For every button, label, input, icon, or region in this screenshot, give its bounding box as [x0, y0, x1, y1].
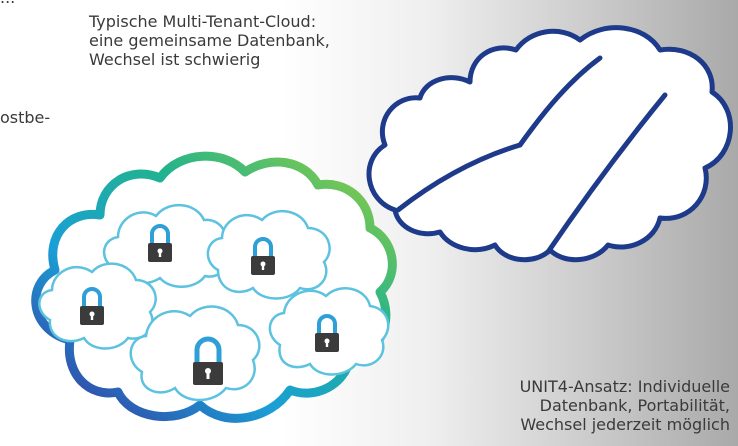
multitenant-divider-1: [395, 55, 603, 213]
unit4-caption-line: Wechsel jederzeit möglich: [520, 415, 730, 434]
multitenant-divider-2: [545, 92, 668, 255]
padlock-icon: [251, 237, 275, 275]
multitenant-caption-line: eine gemeinsame Datenbank,: [89, 31, 330, 50]
padlock-icon: [193, 336, 223, 385]
unit4-caption-line: UNIT4-Ansatz: Individuelle: [519, 377, 730, 396]
unit4-caption-line: Datenbank, Portabilität,: [539, 396, 730, 415]
cut-off-text-top: ...: [0, 0, 15, 7]
multitenant-cloud-outline: [366, 25, 733, 263]
multitenant-caption-line: Typische Multi-Tenant-Cloud:: [89, 12, 317, 31]
padlock-icon: [315, 314, 339, 352]
unit4-caption: UNIT4-Ansatz: Individuelle Datenbank, Po…: [410, 377, 730, 434]
tenant-cloud: [268, 287, 390, 376]
padlock-icon: [80, 287, 104, 325]
padlock-icon: [148, 224, 172, 262]
cut-off-text-left: ostbe-: [0, 108, 51, 127]
multitenant-caption-line: Wechsel ist schwierig: [89, 50, 261, 69]
multitenant-caption: Typische Multi-Tenant-Cloud: eine gemein…: [89, 12, 409, 69]
tenant-cloud: [206, 209, 331, 300]
